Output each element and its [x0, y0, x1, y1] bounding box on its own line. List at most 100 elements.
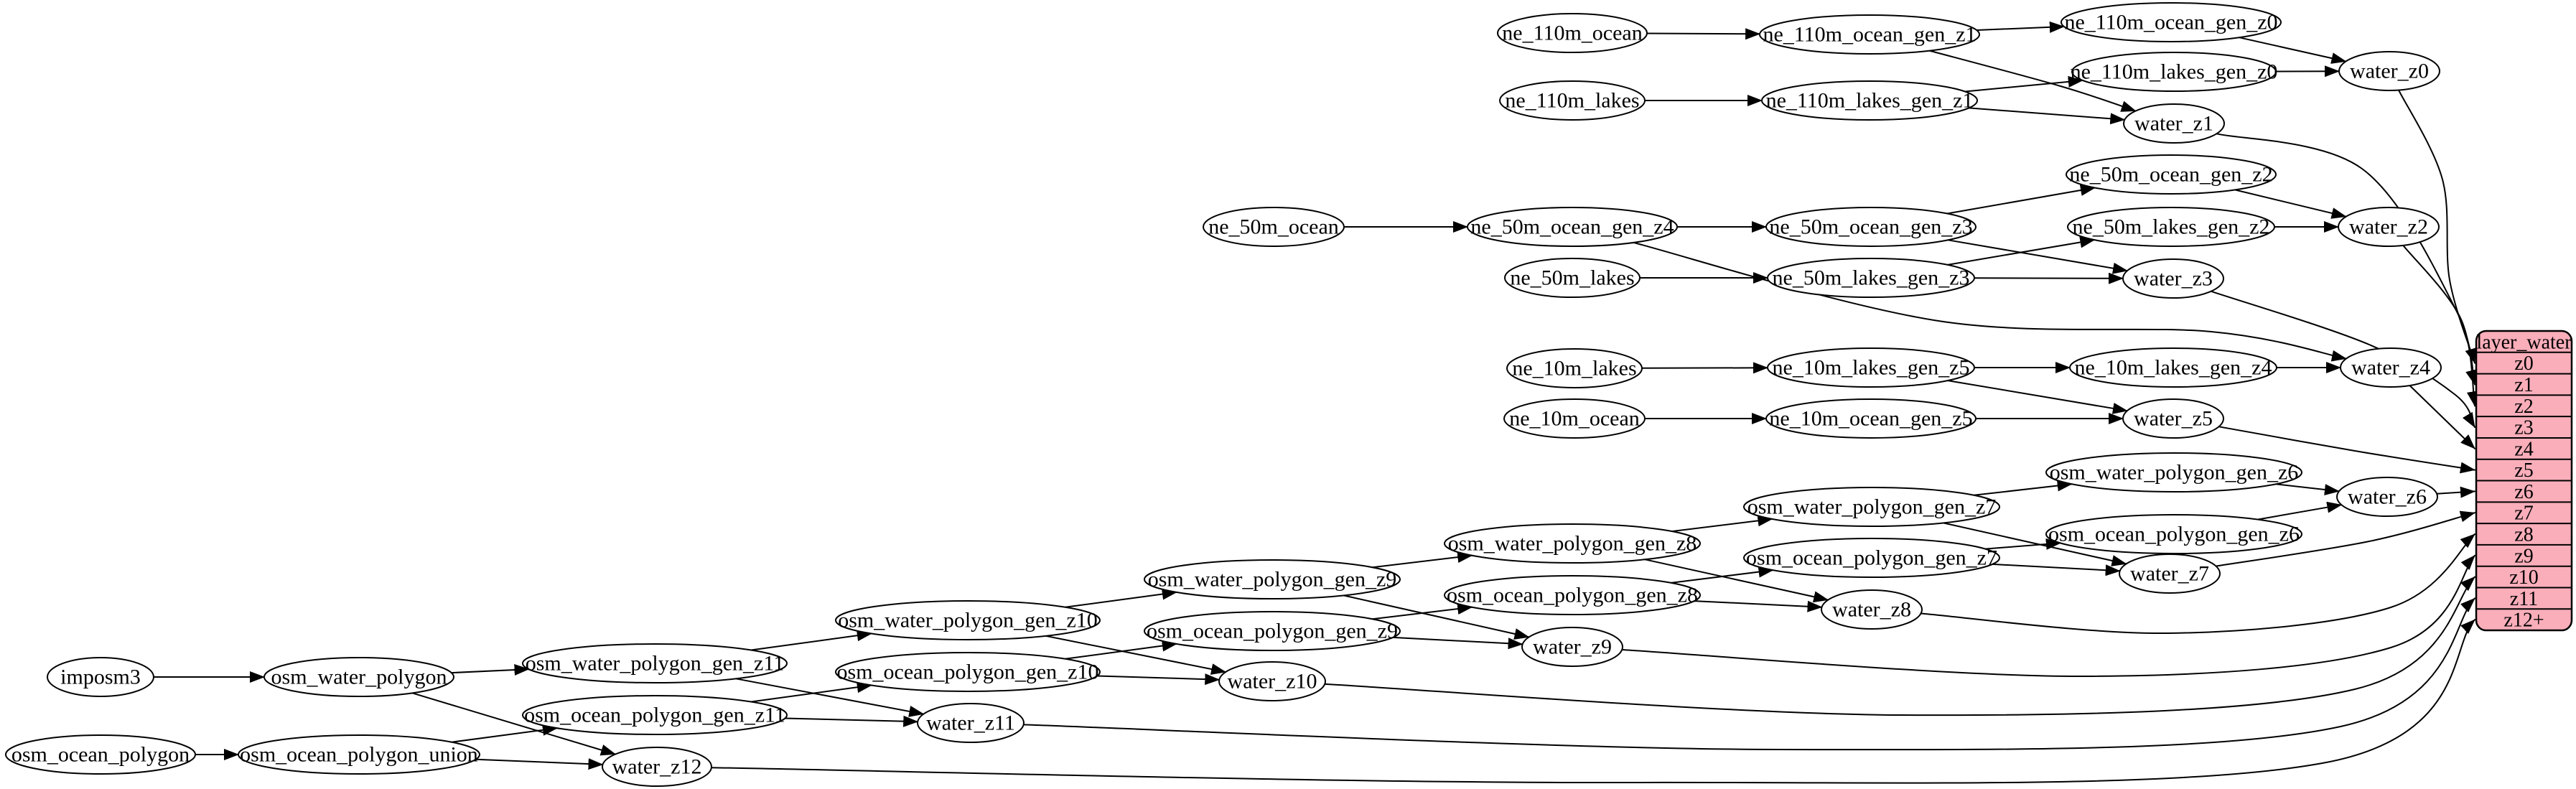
record-row-z9: z9 [2514, 545, 2533, 567]
node-water_z12: water_z12 [602, 747, 712, 787]
edge-osm_water_polygon_gen_z11-to-water_z11 [735, 678, 925, 717]
edge-water_z6-to-layer_water-z6 [2436, 486, 2475, 498]
node-water_z7: water_z7 [2119, 554, 2221, 594]
record-row-z7: z7 [2514, 503, 2533, 525]
node-label: ne_50m_ocean_gen_z3 [1769, 215, 1972, 239]
edge-ne_10m_lakes_gen_z5-to-water_z5 [1947, 380, 2128, 414]
edge-osm_ocean_polygon_gen_z11-to-osm_ocean_polygon_gen_z10 [750, 681, 872, 703]
node-ellipse [263, 657, 454, 697]
node-water_z4: water_z4 [2340, 347, 2442, 388]
node-label: ne_10m_ocean [1509, 407, 1640, 431]
node-label: osm_water_polygon_gen_z11 [526, 652, 784, 676]
edge-layer [153, 21, 2478, 784]
edge-ne_110m_ocean_gen_z0-to-water_z0 [2238, 37, 2347, 64]
node-ellipse [2123, 103, 2225, 144]
node-osm_water_polygon_gen_z11: osm_water_polygon_gen_z11 [522, 643, 788, 683]
node-ellipse [1765, 398, 1977, 439]
node-ne_10m_lakes: ne_10m_lakes [1506, 348, 1643, 388]
node-ellipse [522, 695, 788, 735]
node-water_z9: water_z9 [1521, 627, 1623, 667]
node-label: imposm3 [60, 666, 141, 689]
node-label: water_z9 [1533, 635, 1612, 659]
node-ellipse [522, 643, 788, 683]
node-osm_ocean_polygon_gen_z6: osm_ocean_polygon_gen_z6 [2045, 514, 2302, 554]
edge-osm_water_polygon_gen_z8-to-water_z8 [1643, 559, 1829, 603]
node-ellipse [1821, 589, 1923, 630]
record-row-z5: z5 [2514, 459, 2533, 482]
node-label: osm_ocean_polygon_gen_z8 [1447, 584, 1698, 607]
node-osm_water_polygon_gen_z8: osm_water_polygon_gen_z8 [1444, 523, 1701, 564]
node-ellipse [1521, 627, 1623, 667]
node-osm_ocean_polygon_gen_z7: osm_ocean_polygon_gen_z7 [1743, 538, 2000, 578]
node-label: ne_110m_lakes [1505, 89, 1639, 113]
node-ellipse [1467, 207, 1678, 247]
node-label: osm_water_polygon_gen_z6 [2050, 461, 2299, 485]
node-ellipse [1743, 538, 2000, 578]
edge-water_z0-to-layer_water-z0 [2398, 89, 2476, 364]
node-ellipse [1767, 258, 1975, 298]
node-ellipse [1503, 398, 1646, 439]
node-osm_water_polygon_gen_z9: osm_water_polygon_gen_z9 [1144, 559, 1401, 599]
node-label: ne_110m_lakes_gen_z0 [2071, 60, 2278, 84]
node-label: ne_110m_ocean [1502, 22, 1642, 45]
edge-ne_50m_lakes_gen_z3-to-ne_50m_lakes_gen_z2 [1946, 236, 2096, 266]
edge-ne_110m_lakes_gen_z1-to-ne_110m_lakes_gen_z0 [1964, 75, 2083, 93]
node-ellipse [2067, 207, 2275, 247]
edge-osm_ocean_polygon_union-to-water_z12 [475, 758, 604, 770]
node-label: ne_10m_ocean_gen_z5 [1769, 407, 1972, 431]
node-ellipse [2119, 554, 2221, 594]
node-ne_50m_ocean_gen_z3: ne_50m_ocean_gen_z3 [1765, 207, 1977, 247]
node-label: water_z11 [926, 711, 1015, 735]
node-ne_50m_ocean: ne_50m_ocean [1203, 207, 1345, 247]
node-ne_10m_ocean: ne_10m_ocean [1503, 398, 1646, 439]
node-water_z0: water_z0 [2338, 51, 2440, 91]
node-ellipse [1759, 14, 1980, 55]
edge-osm_ocean_polygon_gen_z7-to-water_z7 [1992, 563, 2121, 576]
record-row-z2: z2 [2514, 396, 2533, 418]
node-osm_water_polygon_gen_z7: osm_water_polygon_gen_z7 [1743, 487, 2000, 527]
edge-ne_110m_ocean_gen_z1-to-ne_110m_ocean_gen_z0 [1976, 21, 2065, 33]
edge-water_z4-to-layer_water-z4 [2409, 385, 2475, 449]
edge-osm_ocean_polygon_gen_z8-to-water_z8 [1693, 600, 1823, 612]
node-osm_ocean_polygon_gen_z8: osm_ocean_polygon_gen_z8 [1444, 575, 1701, 615]
edge-osm_ocean_polygon_union-to-osm_ocean_polygon_gen_z11 [451, 724, 558, 743]
record-row-z4: z4 [2514, 438, 2533, 460]
node-label: water_z12 [612, 755, 702, 779]
node-ellipse [2122, 258, 2224, 299]
node-ellipse [1497, 13, 1648, 53]
node-label: osm_ocean_polygon_union [240, 743, 478, 767]
node-ellipse [2066, 154, 2277, 195]
node-ne_10m_lakes_gen_z4: ne_10m_lakes_gen_z4 [2069, 347, 2277, 388]
node-water_z3: water_z3 [2122, 258, 2224, 299]
node-ellipse [1499, 80, 1646, 121]
edge-water_z12-to-layer_water-z12+ [710, 619, 2475, 784]
node-label: water_z4 [2351, 356, 2430, 380]
node-label: ne_50m_ocean [1208, 215, 1339, 239]
node-ne_10m_lakes_gen_z5: ne_10m_lakes_gen_z5 [1767, 347, 1975, 388]
edge-osm_water_polygon_gen_z10-to-osm_water_polygon_gen_z9 [1064, 588, 1177, 608]
node-ellipse [1444, 575, 1701, 615]
edge-osm_ocean_polygon_gen_z9-to-osm_ocean_polygon_gen_z8 [1371, 603, 1473, 620]
node-water_z8: water_z8 [1821, 589, 1923, 630]
edge-osm_water_polygon_gen_z7-to-osm_water_polygon_gen_z6 [1973, 480, 2073, 496]
node-ellipse [1144, 611, 1401, 651]
edge-ne_110m_ocean_gen_z1-to-water_z1 [1928, 50, 2137, 112]
node-label: ne_110m_ocean_gen_z1 [1763, 23, 1976, 47]
node-ellipse [1761, 80, 1978, 121]
node-ellipse [1144, 559, 1401, 599]
node-label: ne_10m_lakes [1512, 357, 1636, 381]
node-ellipse [1743, 487, 2000, 527]
node-label: ne_50m_lakes [1510, 266, 1634, 290]
edge-osm_water_polygon-to-water_z12 [411, 692, 616, 756]
node-water_z10: water_z10 [1218, 661, 1326, 701]
edge-water_z2-to-layer_water-z2 [2402, 244, 2478, 407]
node-label: ne_50m_ocean_gen_z4 [1470, 215, 1674, 239]
node-label: osm_ocean_polygon_gen_z11 [524, 704, 785, 727]
node-ellipse [2122, 398, 2224, 439]
node-label: ne_50m_ocean_gen_z2 [2069, 163, 2272, 187]
node-osm_water_polygon_gen_z6: osm_water_polygon_gen_z6 [2045, 452, 2302, 492]
edge-water_z11-to-layer_water-z11 [1022, 597, 2475, 751]
node-label: osm_water_polygon_gen_z8 [1448, 532, 1697, 556]
